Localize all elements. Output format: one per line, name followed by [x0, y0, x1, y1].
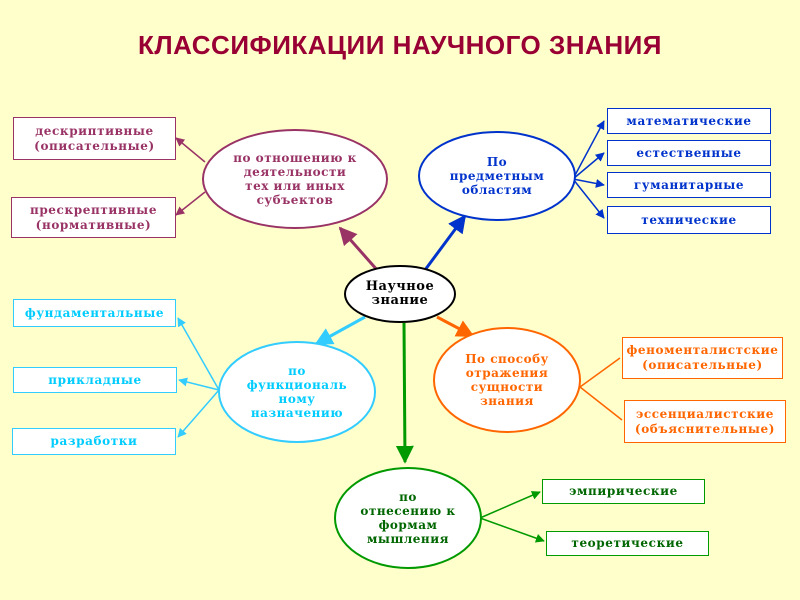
node-subject-ellipse — [418, 131, 576, 221]
box-empirical: эмпирические — [542, 479, 705, 504]
node-thinking-label: по отнесению к формам мышления — [360, 490, 456, 546]
box-developments: разработки — [12, 428, 176, 455]
box-humanities: гуманитарные — [607, 172, 771, 198]
box-essential: эссенциалистские (объяснительные) — [624, 400, 786, 443]
page-title: КЛАССИФИКАЦИИ НАУЧНОГО ЗНАНИЯ — [138, 30, 662, 60]
arrow-center-to-function — [314, 315, 366, 346]
box-technical: технические — [607, 206, 771, 234]
arrow-function-to-applied — [178, 377, 220, 391]
arrow-function-to-developments — [177, 389, 220, 438]
arrow-subject-to-humanities — [572, 178, 605, 188]
arrow-center-to-subject — [423, 214, 467, 271]
node-function-label: по функциональ ному назначению — [246, 364, 348, 420]
line-essence-to-essential — [579, 386, 623, 421]
box-prescriptive: прескрептивные (нормативные) — [11, 197, 176, 238]
arrow-thinking-to-empirical — [479, 491, 541, 519]
box-theoretical: теоретические — [546, 531, 709, 556]
arrow-center-to-activity — [338, 226, 380, 272]
node-thinking-ellipse — [334, 467, 482, 569]
node-center-ellipse — [344, 265, 456, 323]
arrow-activity-to-prescriptive — [175, 191, 206, 216]
arrow-thinking-to-theoretical — [479, 517, 545, 543]
node-subject-label: По предметным областям — [449, 155, 545, 197]
arrow-center-to-thinking — [395, 322, 414, 464]
node-center-label: Научное знание — [365, 279, 435, 308]
box-fundamental: фундаментальные — [13, 299, 176, 327]
node-essence-ellipse — [433, 327, 581, 433]
box-phenomenal: феноменталистские (описательные) — [622, 337, 783, 379]
arrow-activity-to-descriptive — [175, 137, 206, 163]
box-natural: естественные — [607, 140, 771, 166]
box-mathematical: математические — [607, 108, 771, 134]
arrow-center-to-essence — [436, 315, 475, 338]
arrow-subject-to-technical — [572, 178, 605, 219]
line-essence-to-phenomenal — [579, 357, 621, 388]
box-descriptive: дескриптивные (описательные) — [13, 117, 176, 160]
node-essence-label: По способу отражения сущности знания — [465, 352, 549, 408]
node-function-ellipse — [218, 341, 376, 443]
node-activity-label: по отношению к деятельности тех или иных… — [233, 151, 357, 207]
box-applied: прикладные — [13, 367, 177, 393]
arrow-subject-to-natural — [572, 152, 605, 180]
arrow-subject-to-math — [572, 120, 605, 180]
arrow-function-to-fundamental — [177, 317, 220, 391]
node-activity-ellipse — [202, 129, 388, 229]
